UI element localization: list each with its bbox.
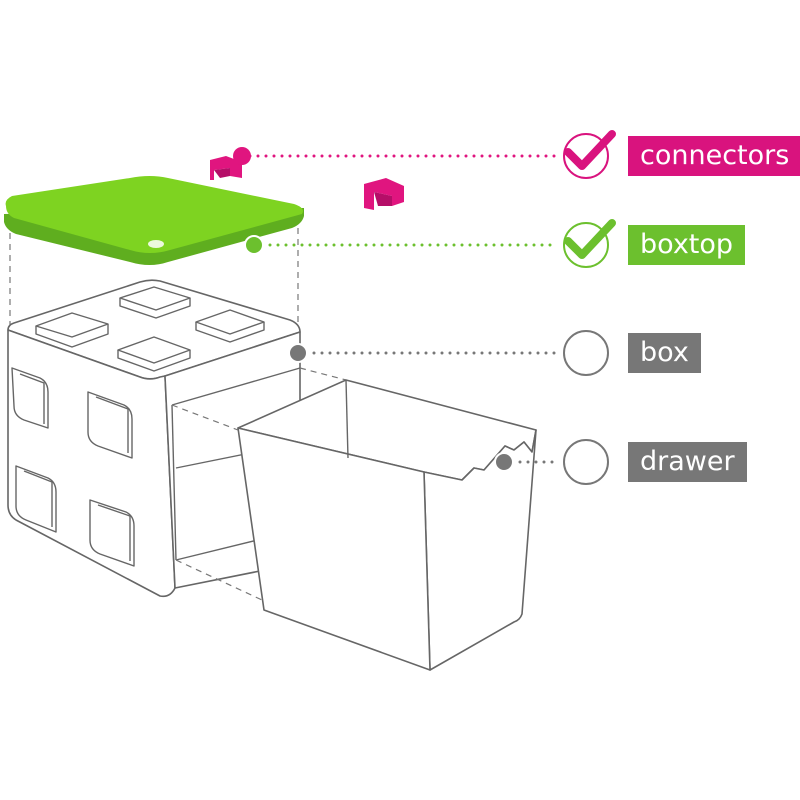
connectors-check-icon: [563, 130, 616, 179]
box-anchor-dot: [288, 343, 308, 363]
box-side-studs: [11, 367, 135, 567]
box-illustration: [7, 279, 301, 598]
boxtop-top-face: [5, 176, 303, 253]
connectors-illustration: [210, 156, 404, 210]
lid-projection-lines: [9, 222, 299, 330]
boxtop-illustration: [4, 176, 304, 265]
status-indicators: [563, 130, 616, 485]
drawer-anchor-dot: [494, 452, 514, 472]
drawer-illustration: [237, 379, 537, 671]
box-label: box: [628, 333, 701, 373]
box-top-studs: [35, 286, 265, 372]
anchor-dots: [233, 147, 514, 472]
drawer-label: drawer: [628, 442, 747, 482]
boxtop-label: boxtop: [628, 225, 746, 265]
connector-piece-right: [364, 178, 404, 210]
box-empty-circle-icon: [563, 330, 609, 376]
drawer-projection-lines: [171, 367, 347, 601]
connectors-anchor-dot: [233, 147, 251, 165]
connectors-label: connectors: [628, 136, 800, 176]
drawer-empty-circle-icon: [563, 439, 609, 485]
boxtop-anchor-dot: [244, 235, 264, 255]
boxtop-check-icon: [563, 219, 616, 268]
connector-piece-left: [210, 156, 242, 180]
